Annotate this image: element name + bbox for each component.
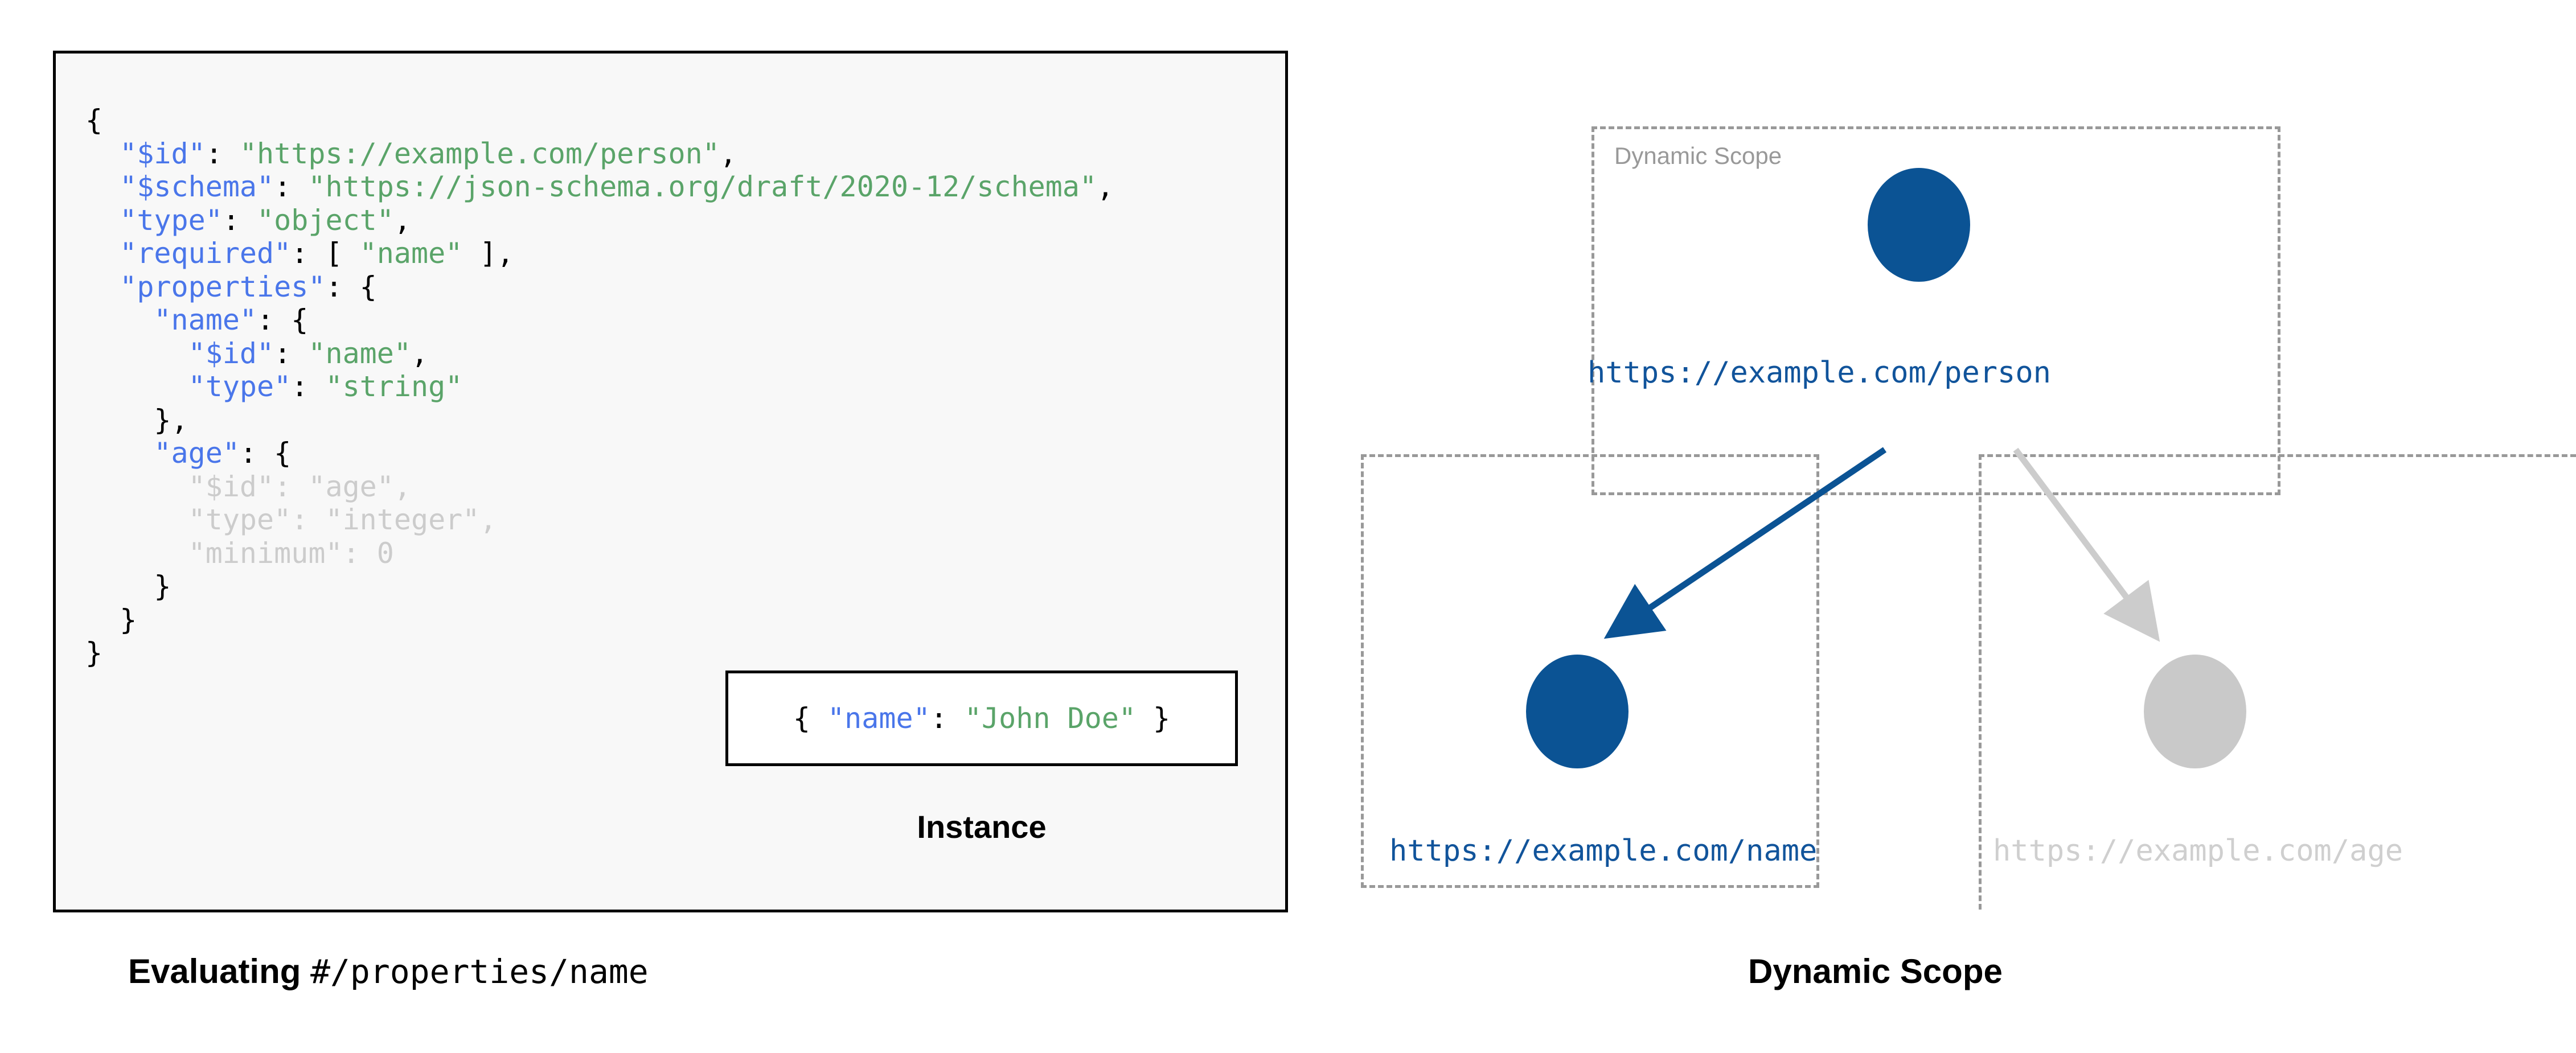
scope-box-label: Dynamic Scope [1614, 142, 1782, 169]
code-token: "$id" [188, 470, 274, 503]
code-token: "https://example.com/person" [239, 137, 720, 170]
code-token: "object" [257, 203, 394, 237]
scope-box-person [1591, 126, 2280, 495]
code-line: "type": "object", [85, 204, 411, 237]
code-token: "type" [188, 503, 292, 536]
code-token: : { [257, 303, 309, 336]
code-token [85, 437, 154, 470]
code-token: { [85, 104, 103, 137]
code-line: "type": "integer", [85, 503, 497, 536]
code-token: "name" [308, 336, 411, 370]
code-token [85, 204, 120, 237]
code-token: "minimum" [188, 536, 343, 570]
code-line: "$schema": "https://json-schema.org/draf… [85, 170, 1114, 203]
node-label-name: https://example.com/name [1389, 834, 1818, 868]
code-line: "minimum": 0 [85, 537, 394, 570]
code-token: }, [85, 403, 188, 437]
code-token [85, 537, 188, 570]
code-token: 0 [376, 536, 394, 570]
left-caption-pointer: #/properties/name [310, 952, 649, 991]
right-figure-caption: Dynamic Scope [1748, 952, 2003, 990]
schema-code-listing: { "$id": "https://example.com/person", "… [85, 104, 1114, 670]
code-token: "$id" [120, 137, 206, 170]
node-circle-age [2144, 655, 2246, 768]
code-token [85, 503, 188, 536]
code-token [85, 170, 120, 203]
node-label-person: https://example.com/person [1588, 356, 2051, 390]
code-token: } [85, 570, 171, 603]
code-line: "$id": "age", [85, 470, 411, 503]
code-token: , [393, 203, 411, 237]
code-token [85, 137, 120, 170]
code-token: , [719, 137, 737, 170]
code-token [85, 337, 188, 370]
code-token [85, 237, 120, 270]
code-token [85, 270, 120, 303]
code-token: : [ [291, 237, 360, 270]
code-line: }, [85, 404, 188, 437]
dynamic-scope-diagram: Dynamic Scope https://example.com/person… [1355, 85, 2576, 916]
code-line: } [85, 603, 137, 636]
scope-box-age [1979, 454, 2576, 910]
code-token: : [930, 702, 965, 735]
code-token: : [274, 170, 309, 203]
code-token: } [1135, 702, 1171, 735]
code-token: , [479, 503, 497, 536]
code-token [85, 303, 154, 336]
scope-box-name [1361, 454, 1819, 888]
code-token: "type" [120, 203, 223, 237]
code-line: "$id": "https://example.com/person", [85, 137, 737, 170]
left-figure-caption: Evaluating #/properties/name [128, 952, 649, 991]
code-token: "properties" [120, 270, 326, 303]
code-token: : [342, 536, 377, 570]
code-token: "$id" [188, 336, 274, 370]
code-token: { [793, 702, 828, 735]
instance-json: { "name": "John Doe" } [793, 704, 1170, 733]
code-token: } [85, 636, 103, 669]
code-token [85, 370, 188, 403]
code-line: "$id": "name", [85, 337, 428, 370]
code-token: "integer" [325, 503, 480, 536]
node-circle-person [1868, 168, 1970, 282]
code-line: "age": { [85, 437, 291, 470]
code-token: "type" [188, 370, 292, 403]
code-token: "required" [120, 237, 292, 270]
code-token: : [222, 203, 257, 237]
code-token: : [291, 370, 326, 403]
left-caption-bold: Evaluating [128, 952, 301, 990]
code-token: "name" [154, 303, 257, 336]
code-token [85, 470, 188, 503]
code-token: : [274, 336, 309, 370]
code-token: "name" [827, 702, 930, 735]
code-token: "age" [154, 437, 240, 470]
instance-box: { "name": "John Doe" } [725, 671, 1238, 766]
code-token: : [274, 470, 309, 503]
code-token: : { [239, 437, 292, 470]
code-token: "https://json-schema.org/draft/2020-12/s… [308, 170, 1097, 203]
code-token: "age" [308, 470, 394, 503]
code-token: } [85, 603, 137, 636]
code-line: "name": { [85, 303, 308, 336]
code-token: : [205, 137, 240, 170]
node-circle-name [1526, 655, 1629, 768]
code-token: "string" [325, 370, 463, 403]
code-token: , [411, 336, 429, 370]
code-line: { [85, 104, 102, 137]
code-token: : [291, 503, 326, 536]
code-token: "$schema" [120, 170, 274, 203]
instance-caption: Instance [917, 809, 1047, 845]
code-token: , [1097, 170, 1114, 203]
code-line: "type": "string" [85, 370, 463, 403]
code-line: "properties": { [85, 270, 377, 303]
code-line: } [85, 636, 102, 669]
code-line: "required": [ "name" ], [85, 237, 514, 270]
code-token: : { [325, 270, 377, 303]
code-token: ], [462, 237, 514, 270]
code-token: "name" [359, 237, 463, 270]
node-label-age: https://example.com/age [1993, 834, 2403, 868]
code-line: } [85, 570, 171, 603]
code-token: , [393, 470, 411, 503]
code-token: "John Doe" [964, 702, 1136, 735]
schema-code-panel: { "$id": "https://example.com/person", "… [53, 51, 1288, 912]
